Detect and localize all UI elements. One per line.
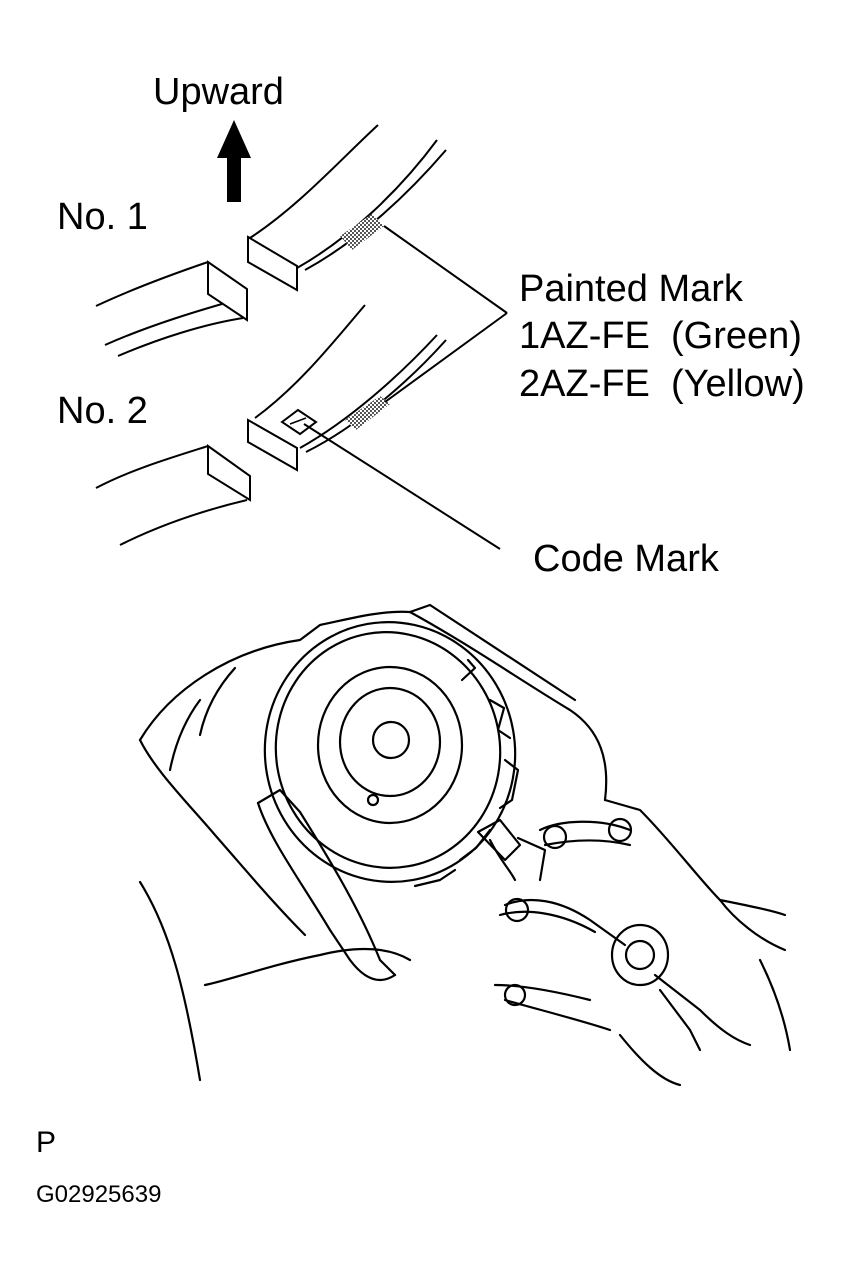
ring-no1-label: No. 1: [57, 196, 148, 238]
code-mark-label: Code Mark: [533, 538, 719, 580]
green-mark-label: 1AZ-FE (Green): [519, 315, 802, 357]
painted-mark-ring2: [345, 396, 390, 430]
p-label: P: [36, 1126, 57, 1159]
ring-expander-illustration: [138, 603, 792, 1087]
ring-no2-label: No. 2: [57, 390, 148, 432]
upward-arrow-icon: [217, 120, 251, 202]
figure-id: G02925639: [36, 1181, 162, 1208]
ring-no2: [95, 304, 447, 546]
painted-mark-label: Painted Mark: [519, 268, 743, 310]
painted-mark-ring1: [340, 214, 384, 250]
upward-label: Upward: [153, 71, 284, 113]
yellow-mark-label: 2AZ-FE (Yellow): [519, 363, 805, 405]
leader-lines: [303, 225, 508, 550]
code-mark-icon: [280, 408, 318, 436]
ring-no1: [95, 124, 447, 357]
